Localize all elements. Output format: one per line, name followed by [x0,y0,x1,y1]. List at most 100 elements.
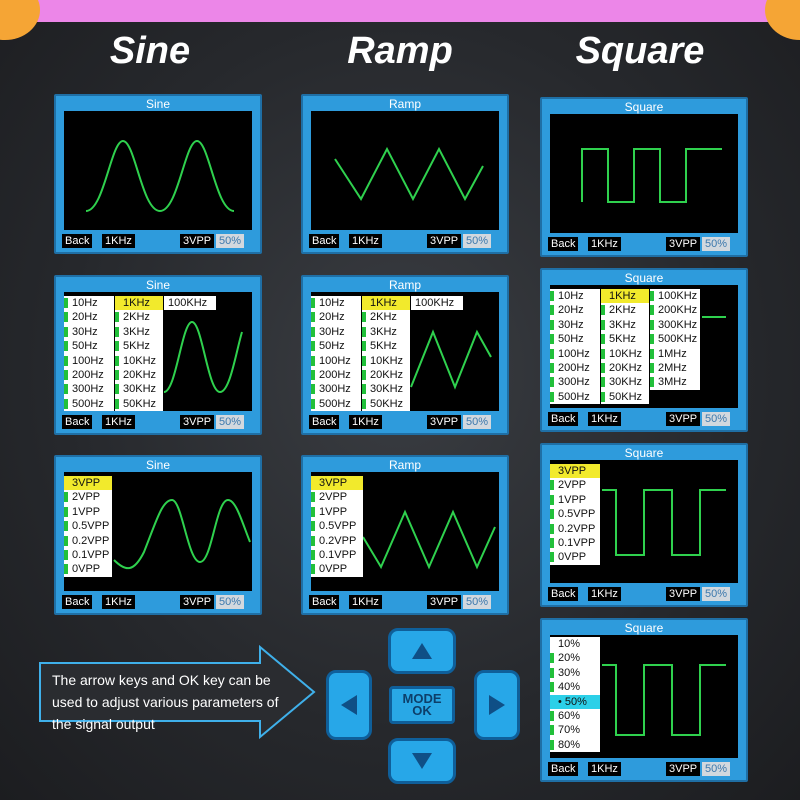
frequency-option[interactable]: 5KHz [115,339,163,353]
amplitude-option[interactable]: 0.1VPP [64,548,112,562]
frequency-option[interactable]: 500Hz [550,390,600,404]
frequency-option[interactable]: 20KHz [601,361,649,375]
frequency-option[interactable]: 2KHz [362,310,410,324]
frequency-option[interactable]: 2MHz [650,361,700,375]
frequency-option[interactable]: 10Hz [550,289,600,303]
frequency-option[interactable]: 2KHz [601,303,649,317]
amplitude-option[interactable]: 0.5VPP [550,507,600,521]
frequency-option[interactable]: 3KHz [362,325,410,339]
amplitude-option[interactable]: 2VPP [311,490,363,504]
amplitude-option[interactable]: 0.2VPP [64,534,112,548]
amplitude-option[interactable]: 0.1VPP [550,536,600,550]
amplitude-option[interactable]: 1VPP [550,493,600,507]
amplitude-option-selected[interactable]: 3VPP [311,476,363,491]
amplitude-option[interactable]: 0VPP [311,562,363,576]
back-button[interactable]: Back [548,412,579,426]
frequency-option[interactable]: 200Hz [311,368,361,382]
duty-option[interactable]: 80% [550,738,600,752]
back-button[interactable]: Back [548,587,579,601]
duty-option-selected[interactable]: • 50% [550,694,600,709]
amplitude-option[interactable]: 0.5VPP [64,519,112,533]
duty-option[interactable]: 70% [550,723,600,737]
frequency-option[interactable]: 300KHz [650,318,700,332]
frequency-option[interactable]: 20Hz [64,310,114,324]
frequency-option-selected[interactable]: 1KHz [115,296,163,311]
amplitude-option[interactable]: 0VPP [550,550,600,564]
frequency-option[interactable]: 300Hz [311,382,361,396]
amplitude-readout[interactable]: 3VPP [180,415,215,429]
back-button[interactable]: Back [309,234,340,248]
back-button[interactable]: Back [62,234,93,248]
frequency-option[interactable]: 50Hz [64,339,114,353]
amplitude-readout[interactable]: 3VPP [427,234,462,248]
frequency-readout[interactable]: 1KHz [588,762,621,776]
frequency-option[interactable]: 50KHz [115,397,163,411]
frequency-option[interactable]: 100Hz [64,354,114,368]
amplitude-option[interactable]: 0.2VPP [550,522,600,536]
frequency-option[interactable]: 200Hz [550,361,600,375]
amplitude-readout[interactable]: 3VPP [666,237,701,251]
frequency-option[interactable]: 30Hz [64,325,114,339]
frequency-readout[interactable]: 1KHz [102,415,135,429]
amplitude-option[interactable]: 0.5VPP [311,519,363,533]
duty-option[interactable]: 20% [550,651,600,665]
amplitude-readout[interactable]: 3VPP [427,415,462,429]
frequency-option[interactable]: 5KHz [362,339,410,353]
duty-option[interactable]: 40% [550,680,600,694]
frequency-readout[interactable]: 1KHz [102,234,135,248]
frequency-option[interactable]: 200KHz [650,303,700,317]
frequency-option[interactable]: 1MHz [650,347,700,361]
frequency-option[interactable]: 100Hz [311,354,361,368]
frequency-readout[interactable]: 1KHz [102,595,135,609]
frequency-option[interactable]: 50Hz [311,339,361,353]
frequency-option[interactable]: 100Hz [550,347,600,361]
frequency-option[interactable]: 500KHz [650,332,700,346]
frequency-option[interactable]: 3KHz [601,318,649,332]
amplitude-readout[interactable]: 3VPP [666,412,701,426]
back-button[interactable]: Back [309,415,340,429]
frequency-option[interactable]: 50KHz [601,390,649,404]
frequency-option[interactable]: 30KHz [115,382,163,396]
back-button[interactable]: Back [62,415,93,429]
amplitude-option-selected[interactable]: 3VPP [64,476,112,491]
amplitude-option[interactable]: 1VPP [64,505,112,519]
duty-option[interactable]: 60% [550,709,600,723]
duty-option[interactable]: 10% [558,638,581,650]
amplitude-readout[interactable]: 3VPP [427,595,462,609]
frequency-option[interactable]: 500Hz [311,397,361,411]
back-button[interactable]: Back [309,595,340,609]
frequency-option[interactable]: 50Hz [550,332,600,346]
frequency-option[interactable]: 100KHz [650,289,700,303]
frequency-option[interactable]: 20KHz [115,368,163,382]
frequency-option[interactable]: 200Hz [64,368,114,382]
frequency-option[interactable]: 20Hz [550,303,600,317]
amplitude-readout[interactable]: 3VPP [666,587,701,601]
back-button[interactable]: Back [548,237,579,251]
right-key[interactable] [474,670,520,740]
frequency-option[interactable]: 10KHz [362,354,410,368]
duty-readout[interactable]: 50% [702,587,731,601]
back-button[interactable]: Back [548,762,579,776]
frequency-option[interactable]: 300Hz [64,382,114,396]
frequency-option-selected[interactable]: 1KHz [601,289,649,304]
mode-ok-key[interactable]: MODE OK [389,686,455,724]
amplitude-option[interactable]: 0.2VPP [311,534,363,548]
frequency-option[interactable]: 30Hz [311,325,361,339]
frequency-option[interactable]: 3KHz [115,325,163,339]
frequency-readout[interactable]: 1KHz [349,234,382,248]
frequency-option[interactable]: 100KHz [415,297,455,309]
amplitude-option-selected[interactable]: 3VPP [550,464,600,479]
frequency-option[interactable]: 30KHz [362,382,410,396]
up-key[interactable] [388,628,456,674]
frequency-option[interactable]: 20KHz [362,368,410,382]
duty-readout[interactable]: 50% [463,415,492,429]
frequency-option[interactable]: 30KHz [601,375,649,389]
frequency-option[interactable]: 10Hz [311,296,361,310]
down-key[interactable] [388,738,456,784]
frequency-option[interactable]: 500Hz [64,397,114,411]
duty-readout[interactable]: 50% [702,762,731,776]
back-button[interactable]: Back [62,595,93,609]
frequency-option[interactable]: 10Hz [64,296,114,310]
amplitude-option[interactable]: 2VPP [64,490,112,504]
amplitude-option[interactable]: 0VPP [64,562,112,576]
